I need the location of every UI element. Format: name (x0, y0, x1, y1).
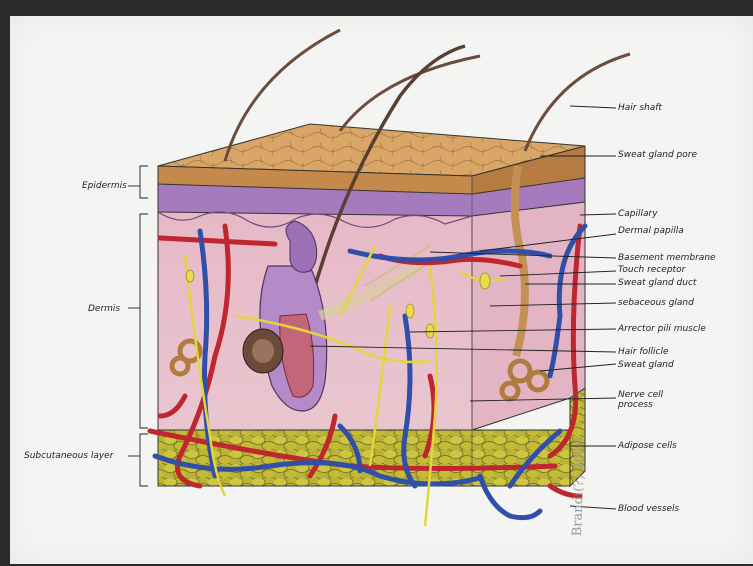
label-sweat-gland-duct: Sweat gland duct (618, 278, 696, 288)
label-blood-vessels: Blood vessels (618, 504, 679, 514)
subcutaneous-block (158, 430, 570, 486)
label-subcutaneous-layer: Subcutaneous layer (24, 451, 113, 461)
label-basement-membrane: Basement membrane (618, 253, 716, 263)
label-hair-shaft: Hair shaft (618, 103, 662, 113)
hair-shaft-2 (340, 56, 480, 131)
label-arrector-pili-muscle: Arrector pili muscle (618, 324, 706, 334)
label-sweat-gland-pore: Sweat gland pore (618, 150, 697, 160)
left-brackets (128, 166, 148, 486)
label-epidermis: Epidermis (82, 181, 127, 191)
paper-sheet: Hair shaft Sweat gland pore Capillary De… (10, 16, 753, 564)
label-nerve-cell-process: Nerve cell process (618, 390, 663, 410)
label-hair-follicle: Hair follicle (618, 347, 669, 357)
label-sebaceous-gland: sebaceous gland (618, 298, 694, 308)
dermis-side (472, 198, 585, 430)
label-touch-receptor: Touch receptor (618, 265, 685, 275)
label-adipose-cells: Adipose cells (618, 441, 677, 451)
label-dermis: Dermis (88, 304, 120, 314)
label-sweat-gland: Sweat gland (618, 360, 674, 370)
skin-cross-section-diagram (10, 16, 753, 564)
label-capillary: Capillary (618, 209, 658, 219)
label-dermal-papilla: Dermal papilla (618, 226, 684, 236)
hair-shaft-3 (525, 54, 630, 151)
